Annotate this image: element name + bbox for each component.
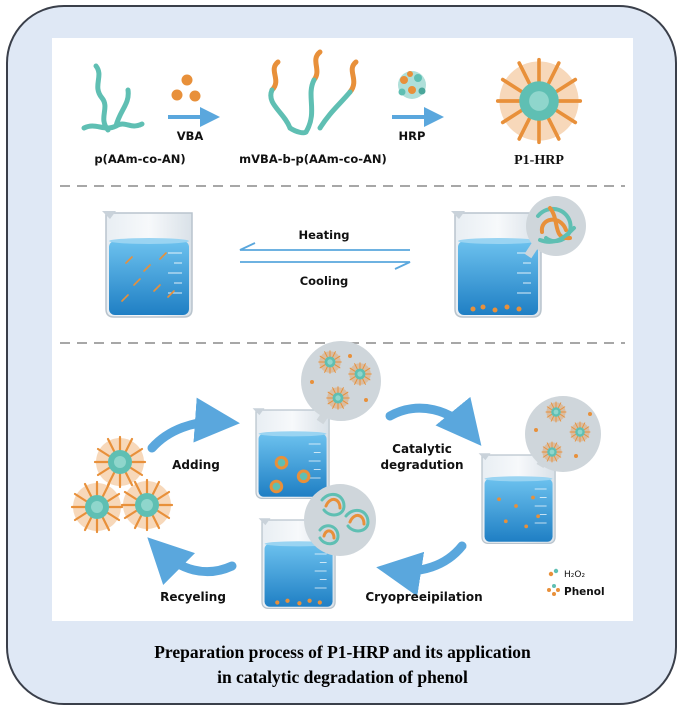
figure-caption: Preparation process of P1-HRP and its ap… (40, 640, 645, 690)
caption-line-2: in catalytic degradation of phenol (217, 667, 468, 687)
zoom-micelles-top-icon (301, 341, 381, 425)
heating-label: Heating (298, 228, 349, 242)
stage2-thermo: Heating Cooling (101, 196, 586, 318)
beaker-right-icon (450, 210, 542, 318)
catalytic-label-2: degradution (380, 458, 463, 472)
cryo-label: Cryopreeipilation (365, 590, 482, 604)
stage1-synthesis: p(AAm-co-AN) VBA mVBA-b-p(AAm-co-AN) (81, 49, 583, 168)
product-label: P1-HRP (514, 153, 564, 168)
h2o2-icon (548, 568, 559, 577)
aggregate-zoom-icon (524, 196, 586, 259)
zoom-aggregates-icon (304, 484, 376, 556)
reagent2-label: HRP (399, 129, 426, 143)
h2o2-label: H₂O₂ (564, 570, 585, 580)
recycling-label: Recyeling (160, 590, 226, 604)
micelles-left-icon (70, 435, 174, 534)
intermediate-label: mVBA-b-p(AAm-co-AN) (239, 152, 387, 166)
caption-line-1: Preparation process of P1-HRP and its ap… (154, 642, 531, 662)
block-copolymer-icon (268, 49, 359, 136)
p1-hrp-micelle-icon (495, 57, 583, 145)
catalytic-label-1: Catalytic (392, 442, 452, 456)
reagent1-label: VBA (177, 129, 204, 143)
cryo-arrow-icon (376, 541, 467, 597)
vba-molecules-icon (171, 74, 201, 102)
adding-label: Adding (172, 458, 220, 472)
polymer-chains-icon (81, 63, 145, 133)
catalysis-arrow-icon (385, 396, 482, 446)
phenol-label: Phenol (564, 586, 605, 598)
beaker-catalysis-icon (477, 452, 556, 545)
beaker-adding-icon (251, 407, 330, 500)
cooling-label: Cooling (300, 274, 349, 288)
phenol-icon (547, 584, 560, 596)
reversible-arrows-icon (239, 242, 411, 270)
reactant1-label: p(AAm-co-AN) (94, 152, 185, 166)
recycling-arrow-icon (147, 537, 237, 586)
zoom-catalysis-icon (525, 396, 601, 472)
beaker-recovered-icon (257, 517, 336, 610)
adding-arrow-icon (147, 397, 240, 453)
legend: H₂O₂ Phenol (547, 568, 605, 598)
stage3-cycle: Adding Catalytic degradution (70, 341, 605, 610)
hrp-enzyme-icon (398, 71, 426, 99)
beaker-left-icon (101, 210, 193, 318)
